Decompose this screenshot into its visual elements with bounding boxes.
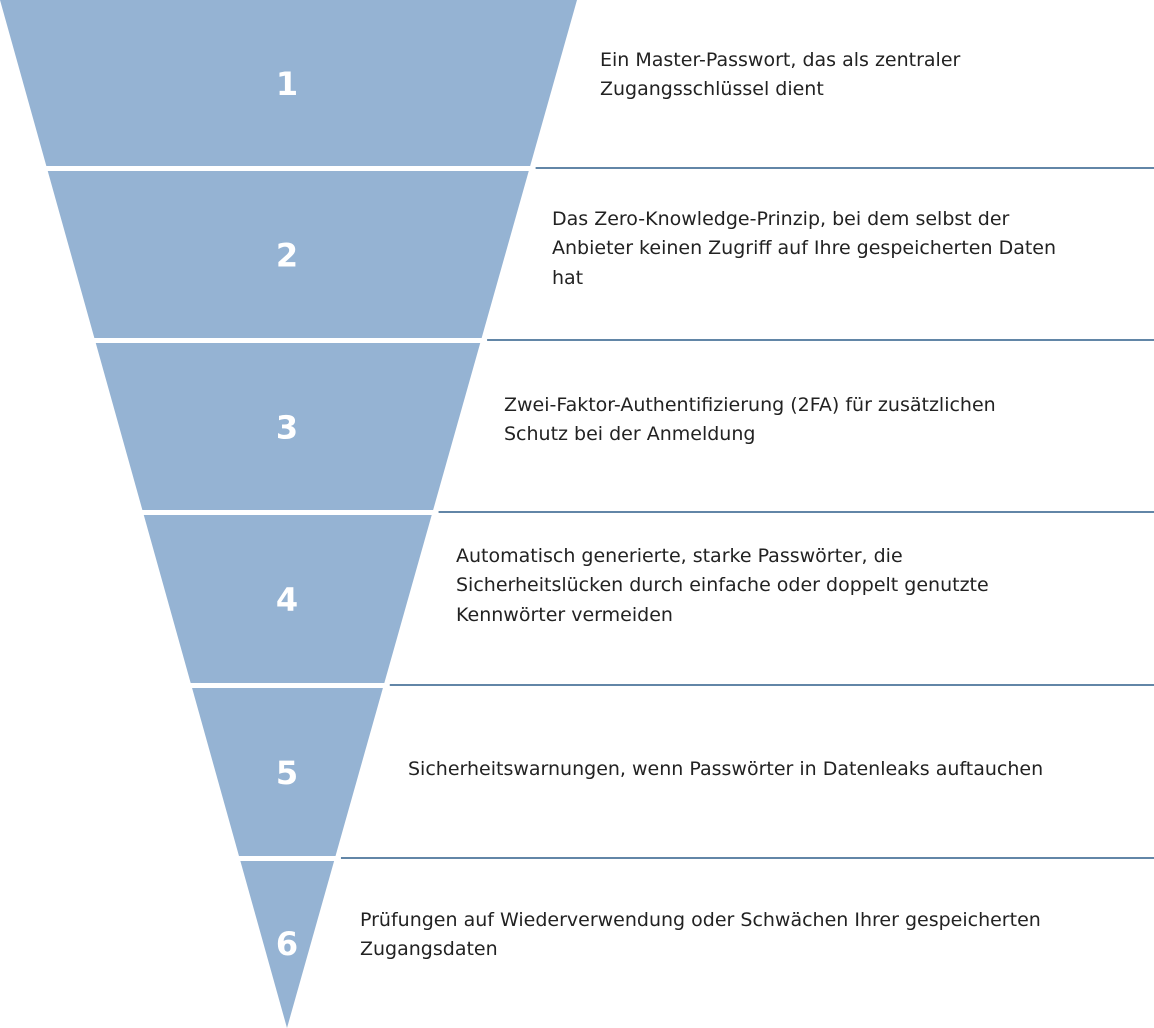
step-number-4: 4 bbox=[276, 581, 298, 619]
step-description-line: Ein Master-Passwort, das als zentraler bbox=[600, 49, 961, 71]
step-description-line: Zugangsschlüssel dient bbox=[600, 78, 824, 101]
funnel-segment-2 bbox=[47, 171, 529, 338]
step-description-5: Sicherheitswarnungen, wenn Passwörter in… bbox=[408, 755, 1043, 784]
step-description-line: hat bbox=[552, 266, 584, 289]
funnel-segment-3 bbox=[95, 343, 481, 510]
step-number-2: 2 bbox=[276, 237, 298, 275]
step-description-3: Zwei-Faktor-Authentifizierung (2FA) für … bbox=[504, 391, 996, 450]
step-description-line: Prüfungen auf Wiederverwendung oder Schw… bbox=[360, 909, 1041, 931]
step-description-line: Zwei-Faktor-Authentifizierung (2FA) für … bbox=[504, 394, 996, 416]
step-description-line: Das Zero-Knowledge-Prinzip, bei dem selb… bbox=[552, 208, 1010, 230]
step-number-3: 3 bbox=[276, 409, 298, 447]
step-description-line: Kennwörter vermeiden bbox=[456, 603, 673, 626]
funnel-segment-6 bbox=[240, 861, 335, 1028]
funnel-segment-1 bbox=[0, 0, 577, 166]
step-description-line: Sicherheitslücken durch einfache oder do… bbox=[456, 574, 989, 597]
step-description-line: Sicherheitswarnungen, wenn Passwörter in… bbox=[408, 758, 1044, 780]
step-description-line: Schutz bei der Anmeldung bbox=[504, 423, 756, 446]
step-description-line: Automatisch generierte, starke Passwörte… bbox=[456, 545, 903, 567]
step-description-line: Anbieter keinen Zugriff auf Ihre gespeic… bbox=[552, 237, 1057, 260]
step-number-6: 6 bbox=[276, 925, 298, 963]
step-number-5: 5 bbox=[276, 754, 298, 792]
step-number-1: 1 bbox=[276, 65, 298, 103]
step-description-2: Das Zero-Knowledge-Prinzip, bei dem selb… bbox=[552, 205, 1056, 293]
step-description-6: Prüfungen auf Wiederverwendung oder Schw… bbox=[360, 906, 1041, 965]
step-description-4: Automatisch generierte, starke Passwörte… bbox=[456, 542, 989, 630]
step-description-line: Zugangsdaten bbox=[360, 938, 498, 961]
funnel-segment-4 bbox=[143, 515, 432, 683]
funnel-segment-5 bbox=[192, 688, 383, 856]
